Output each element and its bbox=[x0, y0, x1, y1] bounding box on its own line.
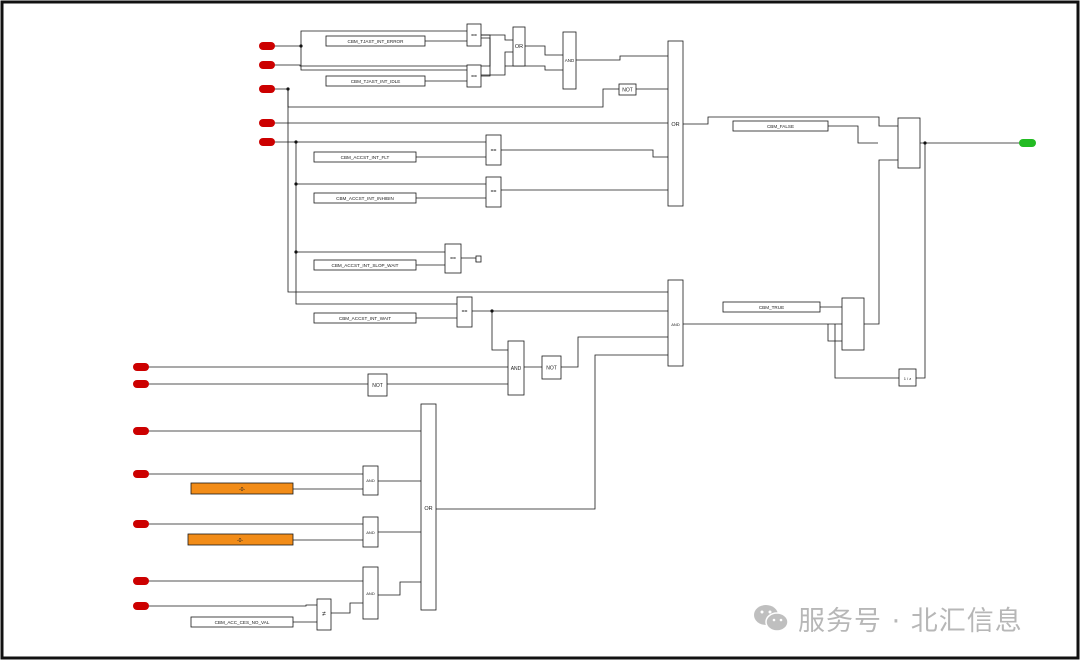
constant-block[interactable]: CBM_TJAST_INT_IDLE bbox=[325, 75, 426, 87]
unit-delay-label: 1 / z bbox=[904, 376, 912, 381]
inport[interactable] bbox=[133, 520, 149, 528]
constant-label: CBM_TJAST_INT_IDLE bbox=[351, 79, 401, 84]
and-label: AND bbox=[565, 58, 575, 63]
not-label: NOT bbox=[622, 88, 633, 94]
orange-constant-block[interactable]: -0- bbox=[190, 482, 294, 495]
and-block[interactable]: AND bbox=[362, 465, 379, 496]
equal-label: == bbox=[471, 33, 477, 39]
constant-label: CBM_ACC_CES_NO_VAL bbox=[215, 620, 270, 625]
equal-label: == bbox=[491, 189, 497, 195]
inport[interactable] bbox=[133, 470, 149, 478]
orange-constant-block[interactable]: -0- bbox=[187, 533, 294, 546]
inport[interactable] bbox=[133, 363, 149, 371]
orange-constant-label: -0- bbox=[237, 538, 243, 544]
not-block[interactable]: NOT bbox=[367, 373, 388, 397]
constant-label: CBM_ACCST_INT_SLOP_WAIT bbox=[332, 263, 399, 268]
constant-label: CBM_ACCST_INT_INHIBIN bbox=[336, 196, 394, 201]
inport[interactable] bbox=[133, 577, 149, 585]
equal-block[interactable]: == bbox=[466, 23, 482, 47]
equal-block[interactable]: == bbox=[444, 243, 462, 274]
inport[interactable] bbox=[259, 119, 275, 127]
constant-blocks: CBM_TJAST_INT_ERROR CBM_TJAST_INT_IDLE C… bbox=[190, 35, 829, 628]
constant-block[interactable]: CBM_ACC_CES_NO_VAL bbox=[190, 616, 294, 628]
or-block[interactable]: OR bbox=[667, 40, 684, 207]
and-block[interactable]: AND bbox=[362, 566, 379, 620]
constant-label: CBM_TRUE bbox=[759, 305, 784, 310]
constant-block[interactable]: CBM_ACCST_INT_FLT bbox=[313, 151, 417, 163]
orange-constants: -0- -0- bbox=[187, 482, 294, 546]
or-label: OR bbox=[515, 44, 523, 50]
inports bbox=[133, 42, 275, 610]
equal-label: == bbox=[450, 256, 456, 262]
unit-delay-block[interactable]: 1 / z bbox=[898, 368, 917, 387]
and-label: AND bbox=[366, 591, 375, 596]
equal-block[interactable]: == bbox=[466, 64, 482, 88]
or-block[interactable]: OR bbox=[420, 403, 437, 611]
switch-block[interactable] bbox=[897, 117, 921, 169]
not-block[interactable]: NOT bbox=[618, 83, 637, 96]
and-label: AND bbox=[366, 478, 375, 483]
not-label: NOT bbox=[546, 366, 557, 372]
inport[interactable] bbox=[133, 602, 149, 610]
and-block[interactable]: AND bbox=[362, 516, 379, 548]
watermark-text: 服务号 · 北汇信息 bbox=[798, 605, 1023, 637]
or-label: OR bbox=[424, 506, 432, 512]
and-label: AND bbox=[366, 530, 375, 535]
or-block[interactable]: OR bbox=[512, 26, 526, 67]
and-label: AND bbox=[511, 366, 522, 372]
constant-block[interactable]: CBM_ACCST_INT_INHIBIN bbox=[313, 192, 417, 204]
equality-blocks: == == == == == == bbox=[444, 23, 502, 328]
wechat-icon bbox=[754, 605, 789, 632]
and-block[interactable]: AND bbox=[507, 340, 525, 396]
inport[interactable] bbox=[259, 85, 275, 93]
inport[interactable] bbox=[259, 61, 275, 69]
orange-constant-label: -0- bbox=[239, 487, 245, 493]
wire-junctions bbox=[286, 44, 927, 313]
logic-blocks: OR AND NOT OR AND AND NOT NOT OR AND AND… bbox=[316, 26, 921, 631]
equal-label: == bbox=[462, 309, 468, 315]
constant-block[interactable]: CBM_TJAST_INT_ERROR bbox=[325, 35, 426, 47]
not-label: NOT bbox=[372, 383, 383, 389]
switch-block[interactable] bbox=[841, 297, 865, 351]
constant-label: CBM_FALSE bbox=[767, 124, 794, 129]
or-label: OR bbox=[671, 122, 679, 128]
equal-block[interactable]: == bbox=[485, 176, 502, 208]
constant-block[interactable]: CBM_FALSE bbox=[732, 120, 829, 132]
watermark: 服务号 · 北汇信息 bbox=[752, 596, 1052, 640]
equal-block[interactable]: == bbox=[485, 134, 502, 166]
inport[interactable] bbox=[259, 42, 275, 50]
signal-wires bbox=[147, 30, 1020, 623]
equal-label: == bbox=[491, 148, 497, 154]
constant-label: CBM_ACCST_INT_WAIT bbox=[339, 316, 391, 321]
constant-block[interactable]: CBM_ACCST_INT_WAIT bbox=[313, 312, 417, 324]
terminator-block[interactable] bbox=[475, 255, 482, 263]
constant-block[interactable]: CBM_ACCST_INT_SLOP_WAIT bbox=[313, 259, 417, 271]
outport[interactable] bbox=[1019, 139, 1036, 147]
equal-label: == bbox=[471, 74, 477, 80]
and-label: AND bbox=[671, 322, 680, 327]
constant-label: CBM_ACCST_INT_FLT bbox=[341, 155, 390, 160]
inport[interactable] bbox=[133, 380, 149, 388]
constant-label: CBM_TJAST_INT_ERROR bbox=[348, 39, 405, 44]
not-equal-block[interactable]: ≠ bbox=[316, 598, 332, 631]
inport[interactable] bbox=[259, 138, 275, 146]
not-equal-label: ≠ bbox=[322, 611, 326, 618]
inport[interactable] bbox=[133, 427, 149, 435]
not-block[interactable]: NOT bbox=[541, 355, 562, 380]
and-block[interactable]: AND bbox=[562, 31, 577, 90]
constant-block[interactable]: CBM_TRUE bbox=[722, 301, 821, 313]
and-block[interactable]: AND bbox=[667, 279, 684, 367]
equal-block[interactable]: == bbox=[456, 296, 473, 328]
